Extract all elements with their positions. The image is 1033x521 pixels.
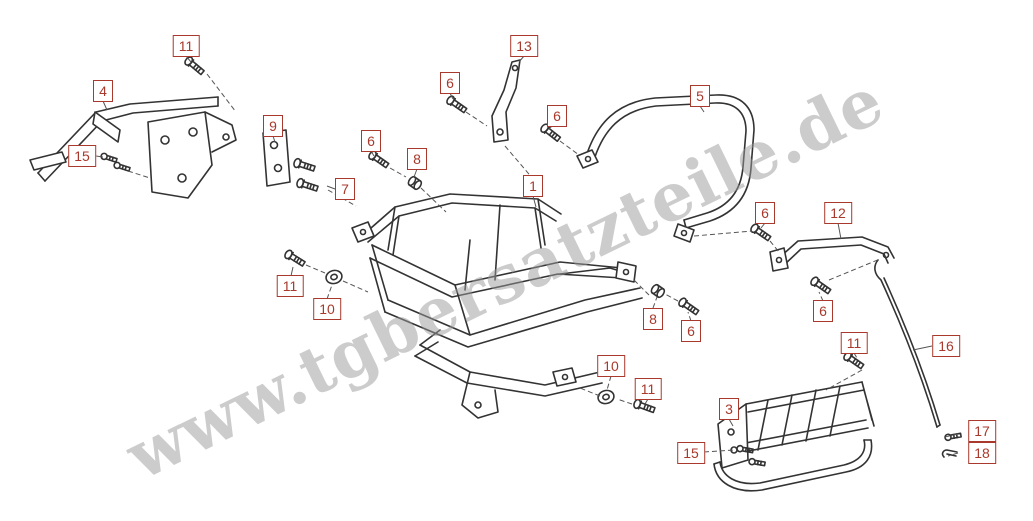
part-callout-3[interactable]: 3 bbox=[719, 398, 739, 420]
part-callout-17[interactable]: 17 bbox=[968, 420, 996, 442]
part-callout-8[interactable]: 8 bbox=[643, 308, 663, 330]
part-callout-6[interactable]: 6 bbox=[813, 300, 833, 322]
part-4-front-carrier bbox=[29, 96, 237, 199]
part-1-main-frame bbox=[351, 193, 643, 419]
part-callout-10[interactable]: 10 bbox=[597, 355, 625, 377]
part-callout-16[interactable]: 16 bbox=[932, 335, 960, 357]
fasteners bbox=[99, 54, 963, 468]
part-callout-10[interactable]: 10 bbox=[313, 298, 341, 320]
part-callout-6[interactable]: 6 bbox=[755, 202, 775, 224]
part-callout-11[interactable]: 11 bbox=[840, 332, 868, 354]
part-callout-6[interactable]: 6 bbox=[681, 320, 701, 342]
part-callout-6[interactable]: 6 bbox=[440, 72, 460, 94]
part-callout-4[interactable]: 4 bbox=[93, 80, 113, 102]
part-13-bracket bbox=[491, 59, 521, 143]
part-callout-9[interactable]: 9 bbox=[263, 115, 283, 137]
leader-lines-dashed bbox=[127, 73, 959, 457]
part-callout-6[interactable]: 6 bbox=[547, 105, 567, 127]
part-callout-1[interactable]: 1 bbox=[523, 175, 543, 197]
part-callout-7[interactable]: 7 bbox=[335, 178, 355, 200]
part-callout-13[interactable]: 13 bbox=[510, 35, 538, 57]
part-5-rear-tube bbox=[576, 94, 755, 243]
part-callout-11[interactable]: 11 bbox=[172, 35, 200, 57]
part-16-support-rod bbox=[874, 259, 941, 428]
part-callout-8[interactable]: 8 bbox=[407, 148, 427, 170]
part-callout-18[interactable]: 18 bbox=[968, 442, 996, 464]
pin-18-icon bbox=[941, 449, 958, 458]
part-callout-11[interactable]: 11 bbox=[634, 378, 662, 400]
part-callout-15[interactable]: 15 bbox=[677, 442, 705, 464]
part-callout-15[interactable]: 15 bbox=[68, 145, 96, 167]
part-callout-6[interactable]: 6 bbox=[361, 130, 381, 152]
part-callout-12[interactable]: 12 bbox=[824, 202, 852, 224]
part-callout-5[interactable]: 5 bbox=[690, 85, 710, 107]
part-callout-11[interactable]: 11 bbox=[276, 275, 304, 297]
part-12-support-bar bbox=[769, 236, 895, 272]
